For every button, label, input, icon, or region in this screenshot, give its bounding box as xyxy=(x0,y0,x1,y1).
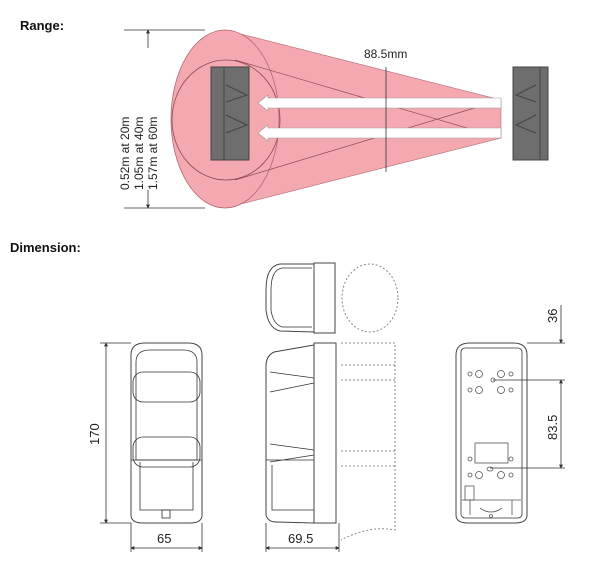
side-view: 69.5 xyxy=(265,342,396,552)
range-diagram: 88.5mm 0.52m at 20m 1.05m at 40m 1.57m a… xyxy=(118,29,549,209)
top-view xyxy=(265,262,399,334)
back-view: 36 83.5 xyxy=(455,305,565,524)
spread-label-20m: 0.52m at 20m xyxy=(118,117,132,190)
range-heading: Range: xyxy=(20,18,64,33)
receiver-device xyxy=(210,66,250,161)
beam-arrow-lower xyxy=(257,124,502,142)
spread-label-40m: 1.05m at 40m xyxy=(132,117,146,190)
hole-spacing-label: 83.5 xyxy=(545,415,560,440)
front-view: 170 65 xyxy=(87,342,203,552)
dimension-heading: Dimension: xyxy=(10,240,81,255)
beam-inner-ellipse xyxy=(171,59,281,181)
beam-arrow-upper xyxy=(257,94,502,112)
height-label: 170 xyxy=(87,423,102,445)
width-label: 65 xyxy=(157,531,171,546)
transmitter-device xyxy=(512,66,549,161)
depth-label: 69.5 xyxy=(288,531,313,546)
spread-label-60m: 1.57m at 60m xyxy=(146,117,160,190)
top-offset-label: 36 xyxy=(545,309,560,323)
beam-spacing-label: 88.5mm xyxy=(364,47,407,61)
